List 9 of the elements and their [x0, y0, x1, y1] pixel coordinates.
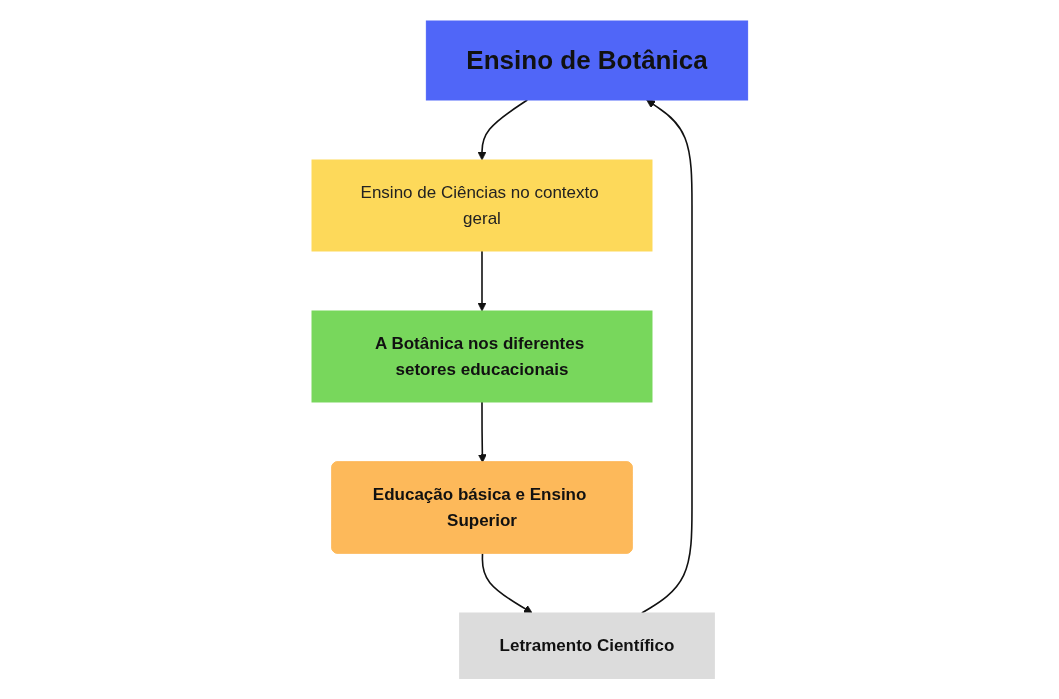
arrow [477, 400, 487, 463]
node-box: A Botânica nos diferentes setores educacionais [311, 310, 653, 403]
node-box: Letramento Científico [458, 612, 715, 679]
arrow [477, 249, 487, 312]
arrow [477, 98, 528, 161]
node-box: Ensino de Ciências no contexto geral [311, 159, 653, 252]
arrow [640, 99, 693, 614]
node-box: Ensino de Botânica [425, 20, 748, 101]
arrow [481, 552, 533, 614]
